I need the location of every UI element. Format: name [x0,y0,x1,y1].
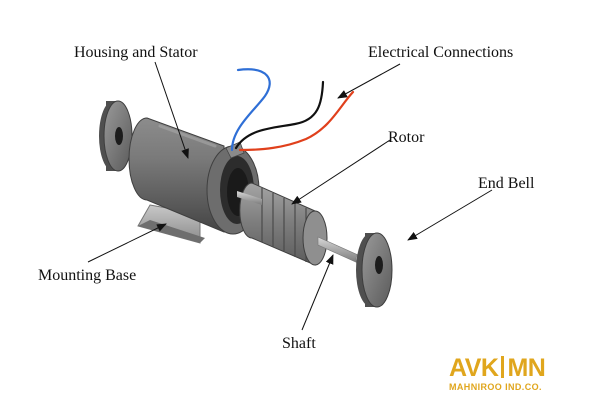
electrical-wires [232,69,353,150]
logo-mark-right: MN [507,354,545,382]
arrow-end-bell [408,190,492,240]
mounting-base-label: Mounting Base [38,268,136,284]
logo-mark-left: AVK [449,354,498,382]
rotor-part [240,183,327,265]
logo-separator [501,356,504,378]
arrow-rotor [292,140,390,204]
shaft-label: Shaft [282,336,316,352]
arrow-mounting [88,224,166,262]
arrow-shaft [302,255,333,330]
left-end-bell [99,101,132,171]
electrical-connections-label: Electrical Connections [368,45,513,61]
rotor-label: Rotor [388,130,424,146]
logo-mark: AVK MN [449,356,545,381]
housing-and-stator-label: Housing and Stator [74,45,198,61]
logo-subtitle: MAHNIROO IND.CO. [449,383,542,392]
end-bell-label: End Bell [478,176,534,192]
company-logo: AVK MN MAHNIROO IND.CO. [449,356,595,396]
arrow-electrical [338,64,400,98]
right-end-bell [356,233,392,307]
